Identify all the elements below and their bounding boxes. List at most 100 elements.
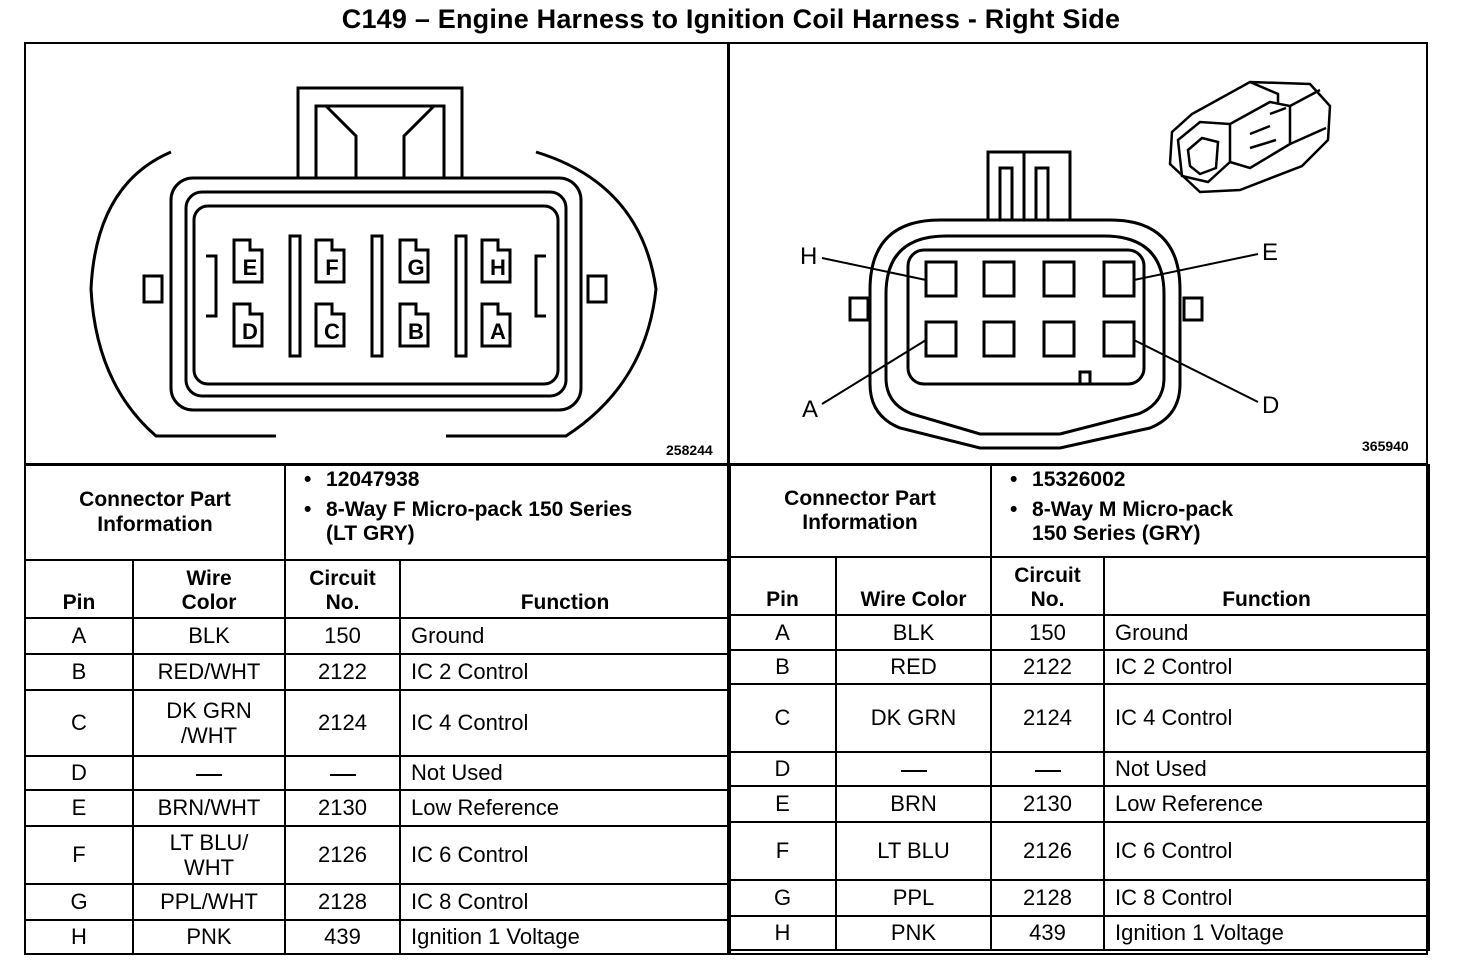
circuit-cell: 2126 [284, 825, 402, 885]
circuit-cell [990, 751, 1106, 787]
pin-cavity-a [924, 320, 958, 358]
connector-info-label: Connector Part Information [23, 464, 287, 561]
circuit-cell: 2126 [990, 821, 1106, 881]
callout-line-e [1133, 253, 1259, 281]
header-pin: Pin [24, 559, 134, 619]
housing-outer [868, 218, 1182, 450]
wire-color-cell: BRN [834, 785, 993, 823]
empty-dash [1034, 769, 1061, 772]
callout-line-a [821, 339, 927, 405]
connector-color: 150 Series (GRY) [1032, 522, 1201, 546]
table-row: B RED 2122 IC 2 Control [728, 649, 1431, 685]
cavity-f [314, 238, 346, 284]
wire-color-cell: LT BLU [834, 821, 993, 881]
empty-dash [196, 773, 222, 776]
latch-t-shape [324, 104, 436, 178]
cavity-d [232, 302, 264, 348]
pin-separator [370, 234, 384, 358]
cavity-a [480, 302, 512, 348]
function-cell: Low Reference [1103, 785, 1431, 823]
table-row: E BRN 2130 Low Reference [728, 785, 1431, 823]
function-cell: IC 4 Control [399, 689, 732, 757]
wire-color-cell: DK GRN [834, 683, 993, 753]
wire-color-cell [834, 751, 993, 787]
figure-number: 258244 [666, 442, 713, 458]
table-row: F LT BLU 2126 IC 6 Control [728, 821, 1431, 881]
pin-cell: B [728, 649, 837, 685]
table-row: F LT BLU/WHT 2126 IC 6 Control [24, 825, 732, 885]
left-pinout-table: Connector Part Information •12047938 •8-… [23, 464, 732, 955]
pin-cavity-h [924, 260, 958, 298]
circuit-cell: 2130 [284, 789, 402, 827]
connector-info-label: Connector Part Information [727, 464, 993, 558]
circuit-cell: 2130 [990, 785, 1106, 823]
pin-cell: A [24, 617, 134, 655]
function-cell: IC 8 Control [399, 883, 732, 921]
connector-info-details: •12047938 •8-Way F Micro-pack 150 Series… [284, 464, 732, 561]
cavity-b [398, 302, 430, 348]
right-wing-outline [446, 150, 658, 438]
table-row: B RED/WHT 2122 IC 2 Control [24, 653, 732, 691]
pin-cell: G [728, 879, 837, 917]
circuit-cell: 150 [284, 617, 402, 655]
cavity-label-f: F [325, 255, 339, 280]
left-wing-outline [89, 150, 276, 438]
function-cell: IC 4 Control [1103, 683, 1431, 753]
right-pinout-table: Connector Part Information •15326002 •8-… [727, 464, 1431, 951]
table-row: E BRN/WHT 2130 Low Reference [24, 789, 732, 827]
cavity-h [480, 238, 512, 284]
callout-line-h [821, 257, 927, 281]
pin-cell: G [24, 883, 134, 921]
cavity-label-g: G [407, 255, 425, 280]
wire-color-cell: PPL/WHT [131, 883, 287, 921]
figure-number: 365940 [1362, 438, 1409, 454]
function-cell: IC 2 Control [1103, 649, 1431, 685]
wire-color-cell: DK GRN/WHT [131, 689, 287, 757]
circuit-cell: 2122 [284, 653, 402, 691]
table-row: C DK GRN 2124 IC 4 Control [728, 683, 1431, 753]
callout-line-d [1133, 339, 1259, 403]
pin-cell: C [728, 683, 837, 753]
circuit-cell: 2124 [990, 683, 1106, 753]
function-cell: IC 6 Control [399, 825, 732, 885]
function-cell: Low Reference [399, 789, 732, 827]
pin-cell: H [24, 919, 134, 955]
cavity-label-a: A [490, 319, 506, 344]
pin-cell: B [24, 653, 134, 691]
circuit-cell: 2128 [990, 879, 1106, 917]
page-title: C149 – Engine Harness to Ignition Coil H… [341, 4, 1121, 34]
pin-cavity [982, 260, 1016, 298]
empty-dash [900, 769, 927, 772]
table-row: H PNK 439 Ignition 1 Voltage [24, 919, 732, 955]
circuit-cell: 2124 [284, 689, 402, 757]
cavity-label-c: C [324, 319, 340, 344]
connector-description: 8-Way F Micro-pack 150 Series [326, 498, 633, 522]
function-cell: IC 8 Control [1103, 879, 1431, 917]
pin-cavity [982, 320, 1016, 358]
connector-info-row: Connector Part Information •12047938 •8-… [23, 464, 732, 561]
cavity-label-h: H [490, 255, 506, 280]
wire-color-cell: PNK [131, 919, 287, 955]
circuit-cell: 439 [990, 915, 1106, 951]
latch-outline [296, 86, 464, 178]
table-row: C DK GRN/WHT 2124 IC 4 Control [24, 689, 732, 757]
table-row: A BLK 150 Ground [24, 617, 732, 655]
pin-cell: D [24, 755, 134, 791]
cavity-g [398, 238, 430, 284]
header-function: Function [399, 559, 732, 619]
connector-info-details: •15326002 •8-Way M Micro-pack 150 Series… [990, 464, 1431, 558]
pin-cavity-e [1102, 260, 1136, 298]
pin-cavity [1042, 320, 1076, 358]
wire-color-cell: BRN/WHT [131, 789, 287, 827]
pin-cell: F [24, 825, 134, 885]
pin-cell: E [24, 789, 134, 827]
wire-color-cell: LT BLU/WHT [131, 825, 287, 885]
cavity-label-e: E [242, 255, 258, 280]
pin-cell: E [728, 785, 837, 823]
function-cell: IC 2 Control [399, 653, 732, 691]
pin-cavity [1042, 260, 1076, 298]
pin-separator [288, 234, 302, 358]
